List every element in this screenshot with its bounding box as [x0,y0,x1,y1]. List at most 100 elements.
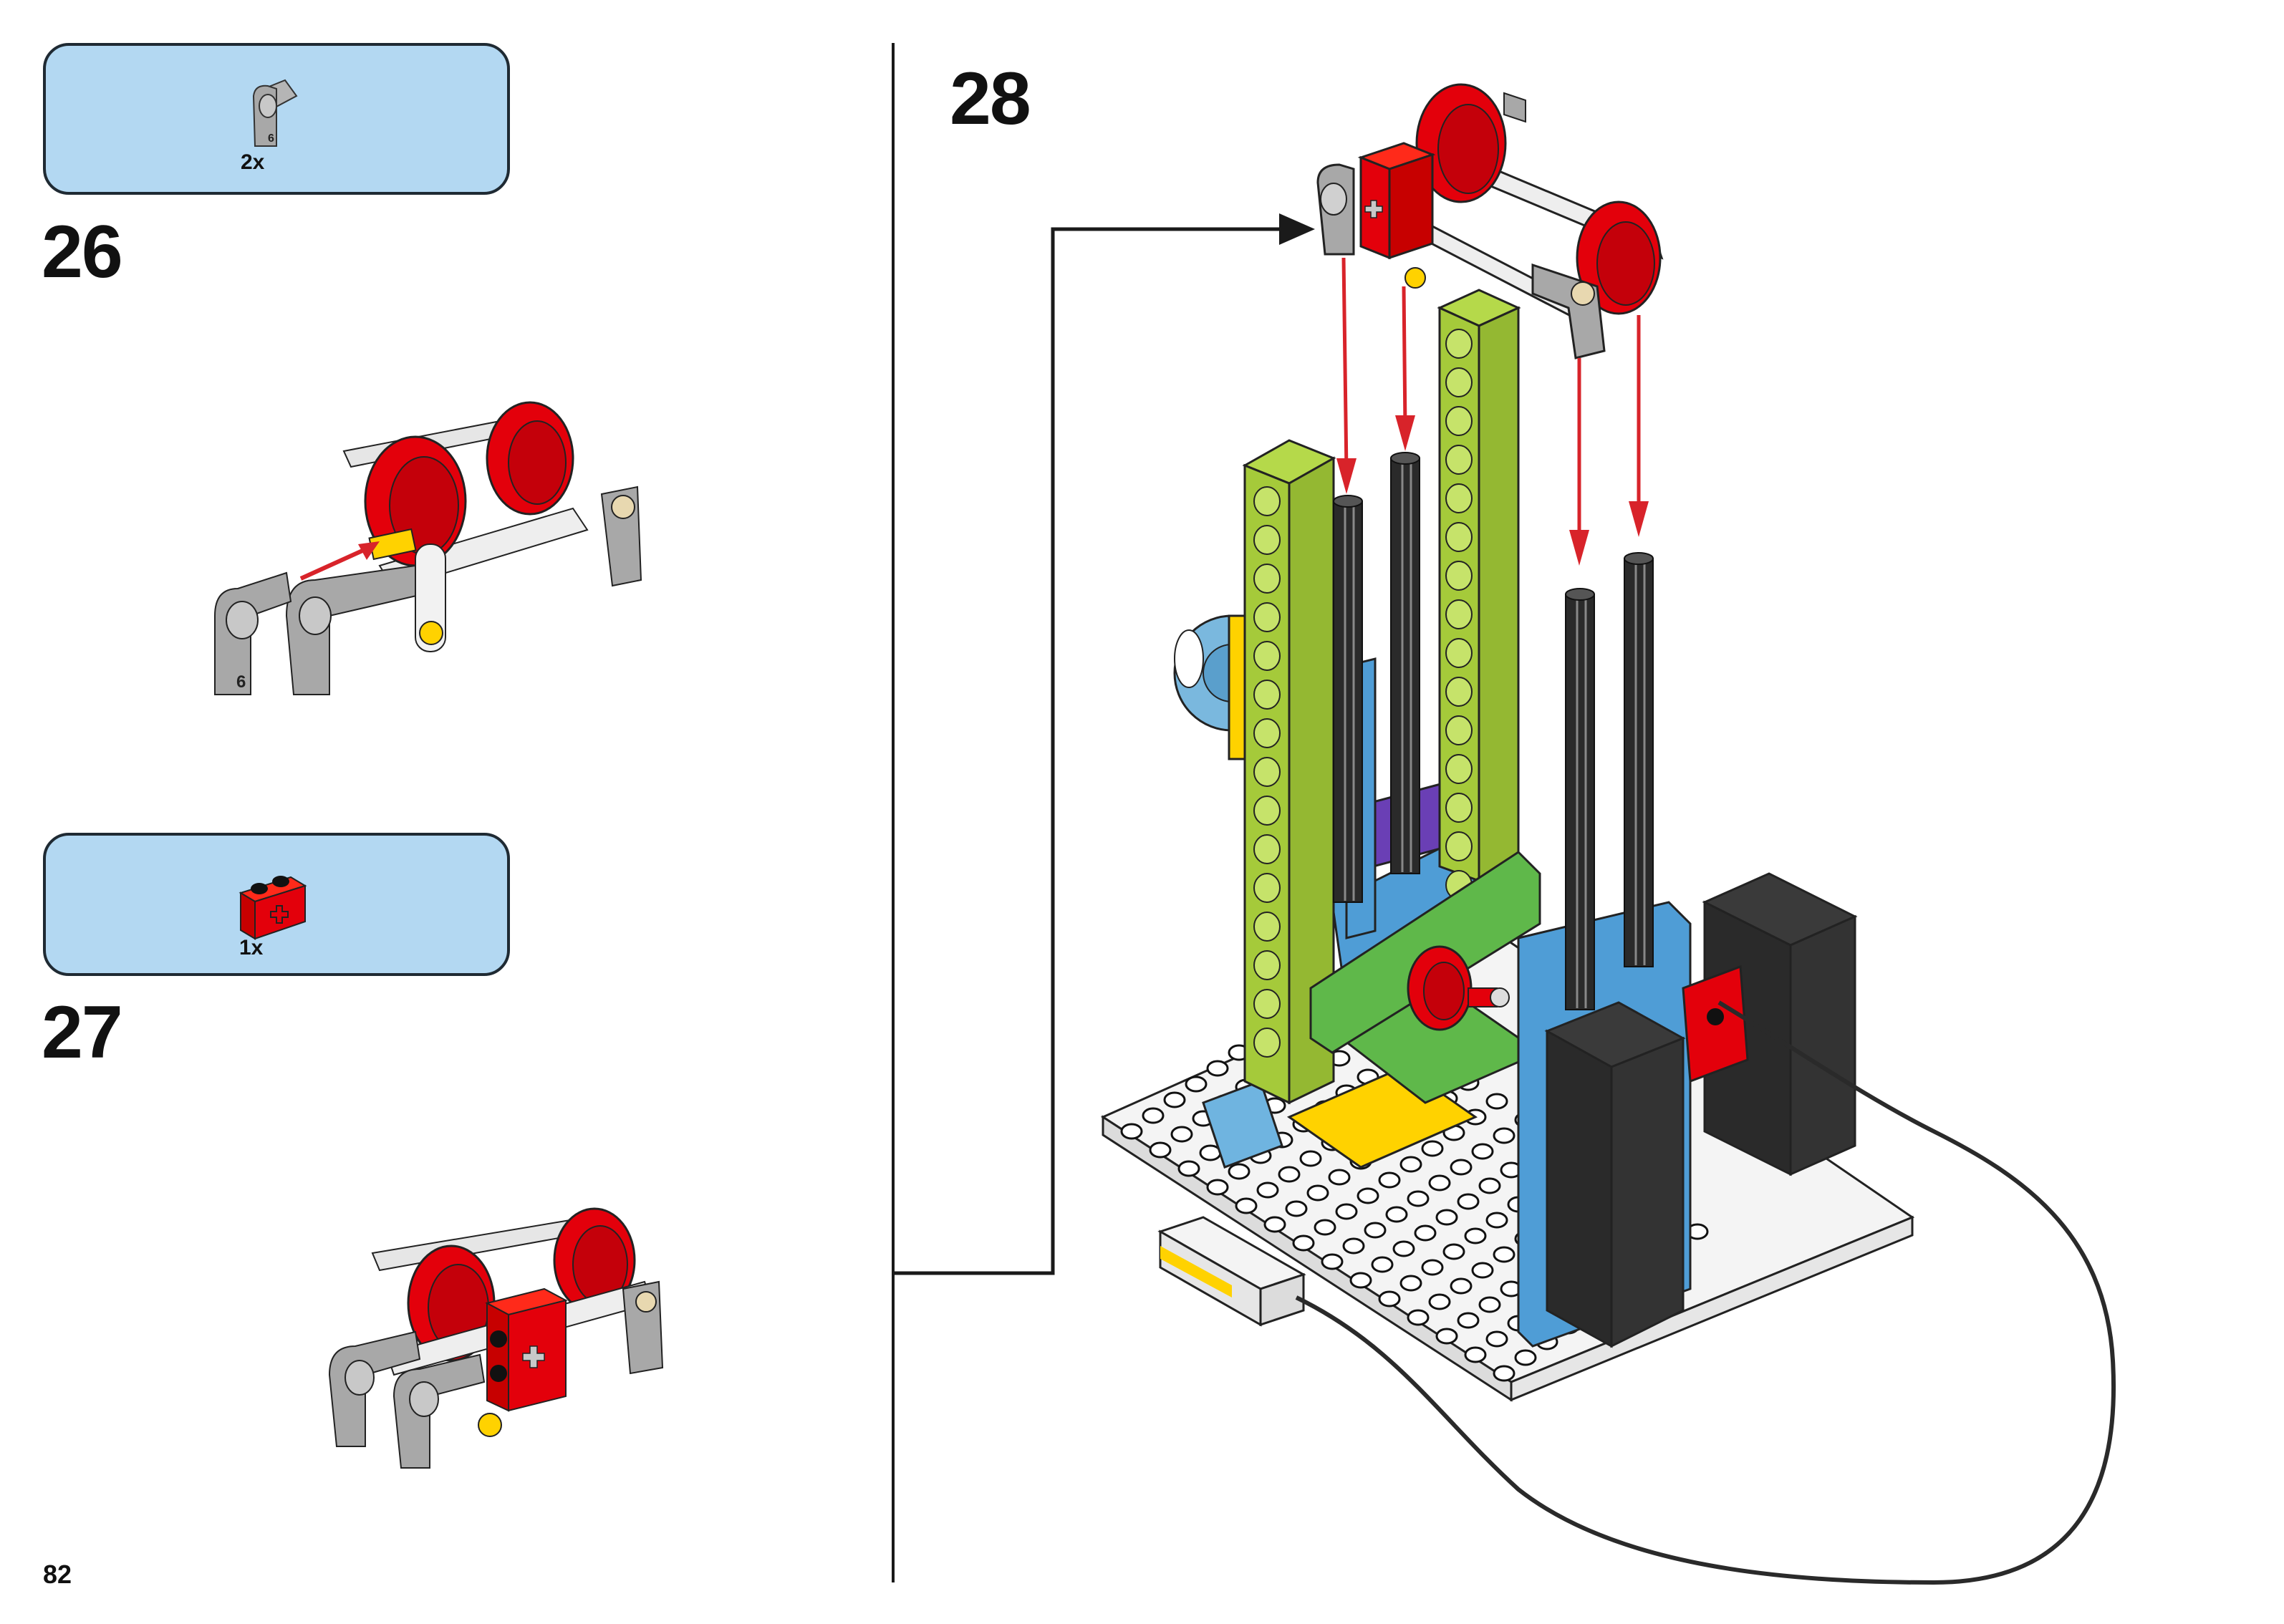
baseplate-stud [1263,1216,1286,1233]
beam-hole [1253,602,1281,632]
red-technic-brick [1682,965,1749,1083]
black-axle [1565,588,1595,1010]
step-number: 27 [42,991,123,1074]
parts-list-step-26: 6 2x [43,43,510,195]
baseplate-stud [1328,1169,1351,1186]
black-axle [1390,452,1420,874]
baseplate-stud [1142,1107,1165,1124]
baseplate-stud [1299,1150,1322,1167]
beam-hole [1445,715,1473,745]
baseplate-stud [1378,1290,1401,1308]
beam-hole [1253,525,1281,555]
beam-hole [1253,873,1281,903]
baseplate-stud [1256,1181,1279,1199]
beam-hole [1253,486,1281,516]
step-26-assembly: 6 [214,401,642,695]
baseplate-stud [1177,1160,1200,1177]
baseplate-stud [1493,1127,1516,1144]
baseplate-stud [1335,1203,1358,1220]
baseplate-stud [1399,1275,1422,1292]
svg-text:6: 6 [236,672,246,692]
beam-hole [1253,834,1281,864]
baseplate-stud [1385,1206,1408,1223]
step-27-assembly [328,1207,664,1469]
baseplate-stud [1428,1293,1451,1310]
baseplate-stud [1457,1193,1480,1210]
baseplate-stud [1485,1212,1508,1229]
baseplate-stud [1493,1246,1516,1263]
black-brick-back [1702,872,1858,1176]
sensor-cable [1295,1000,2116,1585]
baseplate-stud [1120,1123,1143,1140]
baseplate-stud [1285,1200,1308,1217]
beam-hole [1445,677,1473,707]
sensor-brick [1157,1216,1306,1327]
pulley-subassembly [285,401,642,695]
baseplate-stud [1471,1262,1494,1279]
red-technic-brick [485,1287,568,1412]
beam-hole [1445,754,1473,784]
black-brick-front [1544,1001,1686,1348]
beam-hole [1253,796,1281,826]
beam-hole [1445,522,1473,552]
pulley-subassembly [1316,83,1664,359]
svg-text:6: 6 [268,132,274,145]
beam-holes [1253,329,1473,1058]
subassembly-pointer-line [893,227,1282,1275]
baseplate-stud [1371,1256,1394,1273]
baseplate-stud [1421,1140,1444,1157]
beam-hole [1253,680,1281,710]
baseplate-stud [1478,1296,1501,1313]
subassembly-pointer-arrowhead [1279,213,1315,245]
parts-list-step-27: 1x [43,833,510,976]
beam-hole [1253,718,1281,748]
beam-hole [1445,329,1473,359]
beam-hole [1445,406,1473,436]
beam-hole [1253,1028,1281,1058]
baseplate-stud [1163,1091,1186,1108]
baseplate-stud [1321,1253,1344,1270]
beam-hole [1253,912,1281,942]
baseplate-stud [1149,1141,1172,1159]
baseplate-stud [1435,1328,1458,1345]
beam-hole [1253,950,1281,980]
azure-brick [1202,1080,1283,1169]
baseplate-stud [1278,1166,1301,1183]
baseplate-stud [1450,1277,1473,1295]
beam-hole [1445,561,1473,591]
beam-hole [1445,793,1473,823]
baseplate-stud [1493,1365,1516,1382]
part-quantity: 1x [239,936,264,960]
baseplate-stud [1392,1240,1415,1257]
step-number: 28 [950,57,1031,140]
baseplate-stud [1428,1174,1451,1192]
insertion-arrow [299,546,370,581]
baseplate-stud [1407,1190,1430,1207]
beam-hole [1253,757,1281,787]
page-number: 82 [43,1560,72,1589]
baseplate-stud [1399,1156,1422,1173]
baseplate-stud [1450,1159,1473,1176]
baseplate-stud [1464,1227,1487,1244]
baseplate-stud [1185,1076,1208,1093]
beam-hole [1445,638,1473,668]
beam-hole [1445,367,1473,397]
baseplate-stud [1485,1093,1508,1110]
baseplate-stud [1414,1224,1437,1242]
part-quantity: 2x [241,150,265,174]
baseplate-stud [1421,1259,1444,1276]
baseplate-stud [1471,1143,1494,1160]
red-technic-brick-icon [238,876,307,940]
baseplate-stud [1407,1309,1430,1326]
baseplate-stud [1349,1272,1372,1289]
angle-connector-icon: 6 [214,571,292,695]
black-axle [1624,552,1654,967]
baseplate-stud [1457,1312,1480,1329]
beam-hole [1445,831,1473,861]
baseplate-stud [1464,1346,1487,1363]
baseplate-stud [1206,1179,1229,1196]
baseplate-stud [1514,1349,1537,1366]
step-number: 26 [42,211,123,294]
baseplate-stud [1342,1237,1365,1255]
